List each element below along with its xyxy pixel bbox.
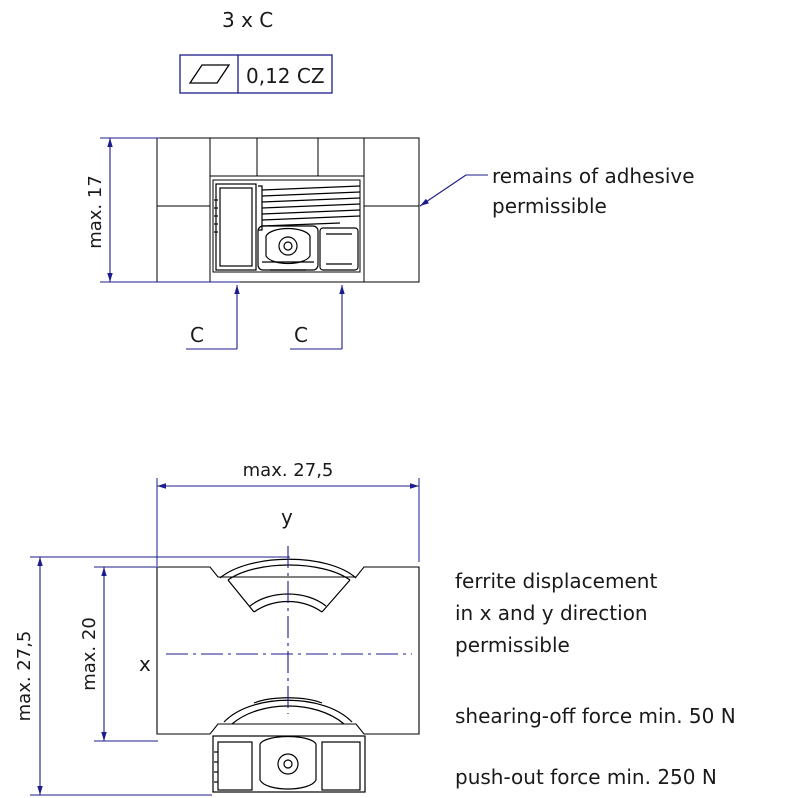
- datum-c-left-label: C: [190, 323, 204, 347]
- dim-width-27-5: max. 27,5: [156, 460, 420, 566]
- dim-height-outer-label: max. 27,5: [14, 631, 35, 722]
- adhesive-note: remains of adhesive permissible: [419, 164, 695, 218]
- coil-bobbin-right: [319, 227, 359, 271]
- datum-c-right: C: [290, 285, 345, 350]
- ferrite-top: [219, 558, 357, 613]
- tolerance-heading: 3 x C: [222, 8, 273, 32]
- coil-winding: [258, 185, 361, 231]
- dim-height-17-label: max. 17: [85, 175, 106, 249]
- adhesive-note-line2: permissible: [492, 194, 607, 218]
- ferrite-note-line1: ferrite displacement: [455, 569, 657, 593]
- ferrite-note-line3: permissible: [455, 633, 570, 657]
- tolerance-block: 3 x C 0,12 CZ: [179, 8, 333, 94]
- dim-height-27-5: max. 27,5: [14, 556, 290, 796]
- axis-y-label: y: [281, 505, 293, 529]
- dim-width-label: max. 27,5: [243, 460, 334, 481]
- ferrite-note-line2: in x and y direction: [455, 601, 648, 625]
- dim-height-17: max. 17: [85, 137, 240, 283]
- coil-bobbin-center: [257, 225, 319, 271]
- axis-x-label: x: [139, 652, 151, 676]
- dim-height-inner-label: max. 20: [79, 617, 100, 691]
- top-view: max. 17 C C remains of adhesive permissi…: [85, 137, 695, 350]
- core-body: [156, 137, 420, 283]
- flatness-parallelogram-icon: [188, 64, 231, 84]
- shear-force-note: shearing-off force min. 50 N: [455, 704, 736, 728]
- tolerance-value: 0,12 CZ: [246, 64, 325, 88]
- push-out-force-note: push-out force min. 250 N: [455, 765, 717, 789]
- datum-c-right-label: C: [294, 323, 308, 347]
- adhesive-note-line1: remains of adhesive: [492, 164, 695, 188]
- core-outline: [156, 566, 420, 735]
- coil-base: [212, 735, 366, 793]
- bottom-view: max. 27,5: [14, 460, 736, 796]
- coil-bobbin-left: [214, 183, 257, 271]
- tolerance-frame: [179, 54, 333, 94]
- dim-height-20: max. 20: [79, 566, 158, 742]
- datum-c-left: C: [186, 285, 240, 350]
